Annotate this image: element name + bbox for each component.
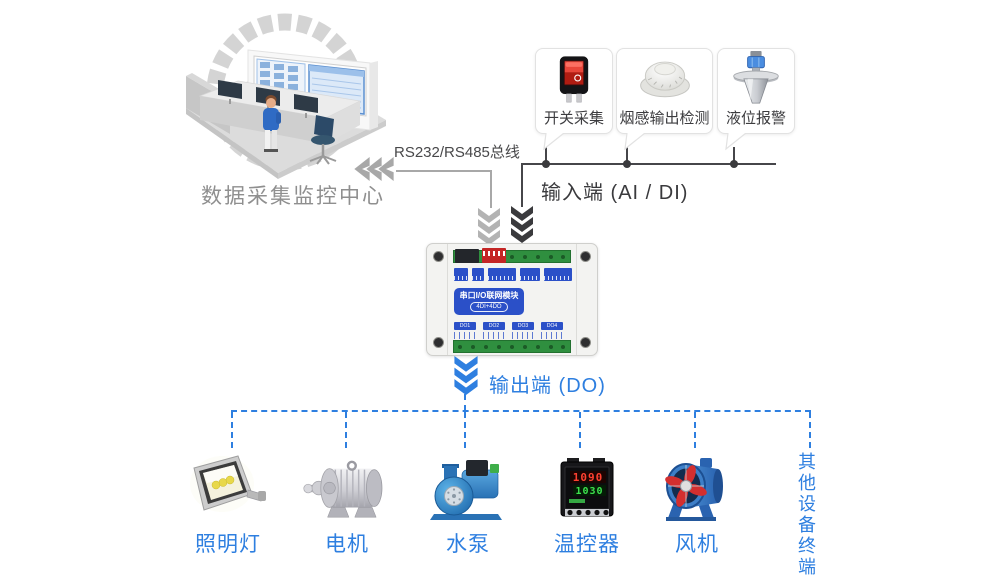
motor-icon: [301, 450, 393, 524]
module-flange-line: [576, 244, 577, 355]
module-title: 串口I/O联网模块: [459, 291, 519, 300]
module-port-label: DO2: [483, 322, 505, 330]
module-label-block: [454, 268, 468, 281]
output-device-fan: 风机: [637, 450, 757, 558]
output-bus-label: 输出端 (DO): [489, 375, 606, 397]
module-port-label: DO1: [454, 322, 476, 330]
level-sensor-icon: [729, 49, 783, 107]
rocker-switch-icon: [548, 49, 600, 107]
monitoring-center-label: 数据采集监控中心: [201, 185, 385, 208]
output-drop-line: [345, 412, 347, 448]
office-chair: [309, 115, 337, 165]
output-device-label: 照明灯: [195, 533, 261, 556]
module-badge: 4DI+4DO: [470, 302, 508, 312]
relay-pin-glyph: [541, 332, 563, 339]
relay-pin-glyph: [483, 332, 505, 339]
io-module: 串口I/O联网模块 4DI+4DO DO1 DO2 DO3 DO4: [426, 243, 598, 356]
module-label-block: [472, 268, 484, 281]
module-label-block: [488, 268, 516, 281]
input-bus-label: 输入端 (AI / DI): [541, 182, 689, 204]
input-bus-line-vertical: [521, 163, 523, 207]
card-tail: [725, 133, 747, 151]
rs232-rs485-bus-label: RS232/RS485总线: [394, 144, 520, 161]
rs485-bus-line-horizontal: [396, 170, 492, 172]
output-drop-line: [231, 412, 233, 448]
output-device-label: 风机: [675, 533, 719, 556]
input-device-label: 烟感输出检测: [619, 110, 710, 127]
screw-icon: [433, 251, 444, 262]
input-device-label: 液位报警: [725, 110, 786, 127]
output-device-label: 温控器: [554, 533, 620, 556]
monitoring-center-illustration: [186, 13, 386, 179]
output-device-temp-controller: 1090 1030 温控器: [527, 450, 647, 558]
temperature-controller-icon: 1090 1030: [553, 450, 621, 524]
junction-dot: [623, 160, 631, 168]
rs485-bus-line-vertical: [490, 170, 492, 208]
output-device-floodlight: 照明灯: [168, 450, 288, 558]
fan-icon: [656, 450, 738, 524]
operator-person: [263, 95, 281, 152]
junction-dot: [542, 160, 550, 168]
screw-icon: [580, 337, 591, 348]
module-label-block: [544, 268, 572, 281]
module-connector: [455, 249, 479, 263]
input-drop-line: [733, 147, 735, 164]
output-device-motor: 电机: [287, 450, 407, 558]
relay-pin-glyph: [454, 332, 476, 339]
input-chevron-triple-down-icon: [511, 206, 533, 243]
output-drop-line: [809, 412, 811, 448]
output-chevron-triple-down-icon: [454, 356, 478, 395]
terminal-strip-bottom: [453, 340, 571, 353]
rs485-chevron-triple-down-icon: [478, 208, 500, 245]
output-bus-stub: [464, 394, 466, 411]
dip-switch-block: [482, 248, 506, 263]
input-device-card-level: 液位报警: [717, 48, 795, 134]
output-drop-line: [694, 412, 696, 448]
relay-pin-glyph: [512, 332, 534, 339]
floodlight-icon: [188, 450, 268, 524]
input-drop-line: [545, 147, 547, 164]
junction-dot: [730, 160, 738, 168]
module-flange-line: [447, 244, 448, 355]
card-tail: [543, 133, 565, 151]
other-terminals-label: 其他设备终端: [796, 452, 816, 578]
temp-display-top: 1090: [573, 471, 604, 484]
water-pump-icon: [428, 450, 508, 524]
smoke-detector-icon: [635, 49, 695, 107]
output-drop-line: [464, 412, 466, 448]
temp-display-bottom: 1030: [575, 486, 603, 497]
output-drop-line: [579, 412, 581, 448]
input-device-card-switch: 开关采集: [535, 48, 613, 134]
output-device-label: 水泵: [446, 533, 490, 556]
input-device-card-smoke: 烟感输出检测: [616, 48, 713, 134]
output-device-pump: 水泵: [408, 450, 528, 558]
module-label-block: [520, 268, 540, 281]
module-front-panel: 串口I/O联网模块 4DI+4DO: [454, 288, 524, 315]
input-bus-line-horizontal: [521, 163, 776, 165]
input-device-label: 开关采集: [543, 110, 604, 127]
screw-icon: [580, 251, 591, 262]
input-drop-line: [626, 147, 628, 164]
chevron-triple-left-icon: [354, 157, 394, 181]
screw-icon: [433, 337, 444, 348]
output-device-label: 电机: [325, 533, 369, 556]
card-tail: [624, 133, 646, 151]
module-port-label: DO4: [541, 322, 563, 330]
output-bus-line-horizontal: [231, 410, 811, 412]
module-port-label: DO3: [512, 322, 534, 330]
